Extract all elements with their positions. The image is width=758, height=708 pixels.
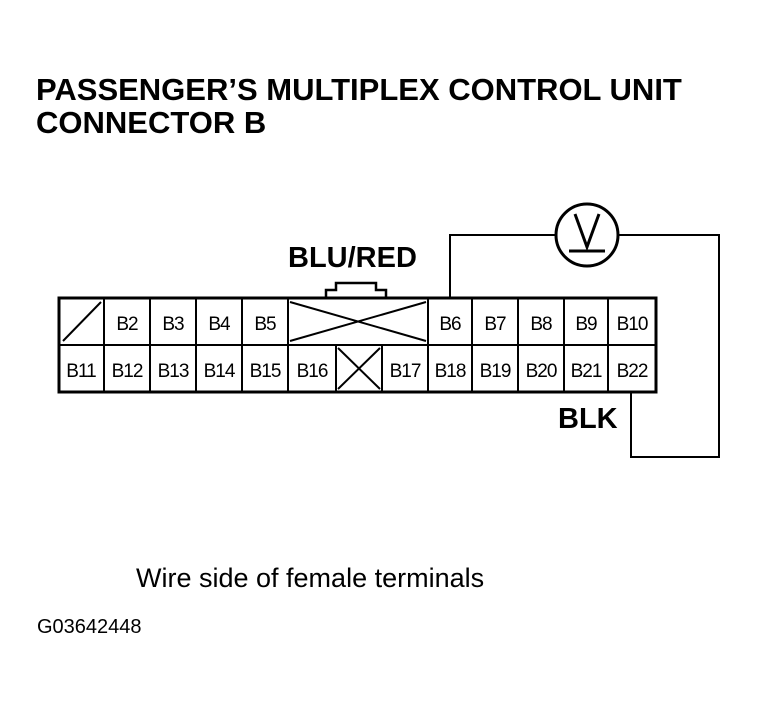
terminal-label: B22 [617,361,648,382]
terminal-label: B10 [617,314,648,335]
title-line-2: CONNECTOR B [36,105,266,140]
positive-lead-wire [449,234,556,298]
terminal-label: B8 [530,314,552,335]
ground-lead-wire [618,234,720,458]
wire-label-blk: BLK [558,403,618,435]
terminal-label: B20 [526,361,557,382]
unused-cavity-b1 [62,301,102,342]
terminal-label: B14 [204,361,236,382]
terminal-label: B19 [480,361,511,382]
terminal-label: B21 [571,361,602,382]
connector-lock-tab [324,281,388,298]
terminal-label: B17 [390,361,421,382]
terminal-label: B3 [162,314,184,335]
bottom-row-terminals: B11 B12 B13 B14 B15 B16 B17 B18 B19 B20 … [66,361,649,382]
voltmeter-icon [554,202,620,268]
terminal-label: B15 [250,361,281,382]
top-row-terminals: B2 B3 B4 B5 B6 B7 B8 B9 B10 [116,314,648,335]
test-leads [449,234,720,458]
terminal-label: B16 [297,361,328,382]
connector-body [57,281,658,394]
terminal-label: B5 [254,314,276,335]
terminal-label: B11 [66,361,96,382]
caption: Wire side of female terminals [136,563,484,593]
terminal-label: B13 [158,361,189,382]
wire-label-blu-red: BLU/RED [288,242,417,274]
terminal-label: B4 [208,314,231,335]
terminal-label: B6 [439,314,461,335]
unused-cavity-small [337,347,381,390]
title-line-1: PASSENGER’S MULTIPLEX CONTROL UNIT [36,72,682,107]
terminal-label: B18 [435,361,466,382]
unused-cavity-large [289,301,427,342]
figure-code: G03642448 [37,616,142,638]
terminal-label: B2 [116,314,138,335]
terminal-label: B12 [112,361,143,382]
terminal-label: B7 [484,314,506,335]
terminal-label: B9 [575,314,597,335]
